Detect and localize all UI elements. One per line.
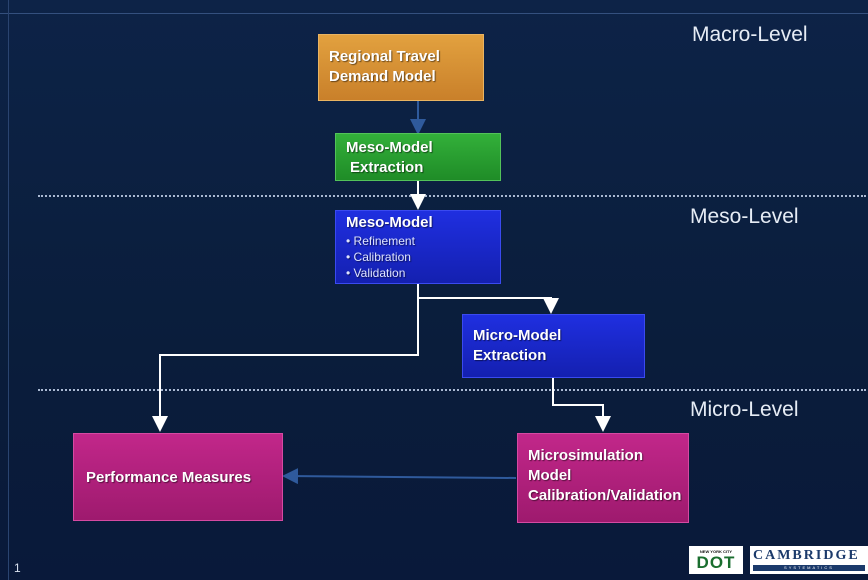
arrow-microsim-to-performance bbox=[282, 468, 517, 485]
meso-micro-separator bbox=[38, 389, 866, 391]
arrow-meso-model-to-micro-extraction bbox=[417, 284, 559, 314]
regional-line2: Demand Model bbox=[329, 68, 436, 85]
micro-level-label: Micro-Level bbox=[690, 398, 799, 421]
micro-model-extraction-box: Micro-Model Extraction bbox=[462, 314, 645, 378]
macro-meso-separator bbox=[38, 195, 866, 197]
bullet-calibration: Calibration bbox=[346, 249, 490, 265]
cambridge-logo-sub: SYSTEMATICS bbox=[753, 565, 865, 571]
meso-model-extraction-box: Meso-Model Extraction bbox=[335, 133, 501, 181]
meso-model-bullets: Refinement Calibration Validation bbox=[346, 233, 490, 281]
performance-label: Performance Measures bbox=[86, 469, 252, 486]
macro-level-label: Macro-Level bbox=[692, 23, 808, 46]
top-rule bbox=[0, 13, 868, 14]
nyc-dot-logo-big: DOT bbox=[696, 552, 736, 572]
microsimulation-box: Microsimulation Model Calibration/Valida… bbox=[517, 433, 689, 523]
micro-extraction-line1: Micro-Model bbox=[473, 327, 562, 344]
slide-number: 1 bbox=[14, 561, 21, 575]
arrow-micro-extraction-to-microsim bbox=[552, 378, 611, 432]
nyc-dot-logo: NEW YORK CITY DOT bbox=[689, 546, 743, 574]
bullet-refinement: Refinement bbox=[346, 233, 490, 249]
microsim-line1: Microsimulation bbox=[528, 447, 644, 464]
cambridge-systematics-logo: CAMBRIDGE SYSTEMATICS bbox=[750, 546, 868, 574]
regional-line1: Regional Travel bbox=[329, 48, 440, 65]
microsim-line2: Model bbox=[528, 467, 572, 484]
meso-extraction-line1: Meso-Model bbox=[346, 139, 433, 156]
performance-measures-box: Performance Measures bbox=[73, 433, 283, 521]
meso-model-title: Meso-Model bbox=[346, 214, 433, 231]
arrow-meso-model-to-performance bbox=[152, 284, 419, 432]
cambridge-logo-name: CAMBRIDGE bbox=[753, 548, 860, 563]
nyc-dot-logo-small: NEW YORK CITY bbox=[699, 548, 733, 554]
meso-level-label: Meso-Level bbox=[690, 205, 799, 228]
microsim-line3: Calibration/Validation bbox=[528, 487, 682, 504]
micro-extraction-line2: Extraction bbox=[473, 347, 547, 364]
meso-model-box: Meso-Model Refinement Calibration Valida… bbox=[335, 210, 501, 284]
bullet-validation: Validation bbox=[346, 265, 490, 281]
meso-extraction-line2: Extraction bbox=[350, 159, 424, 176]
regional-travel-demand-model-box: Regional Travel Demand Model bbox=[318, 34, 484, 101]
left-rule bbox=[8, 0, 9, 580]
